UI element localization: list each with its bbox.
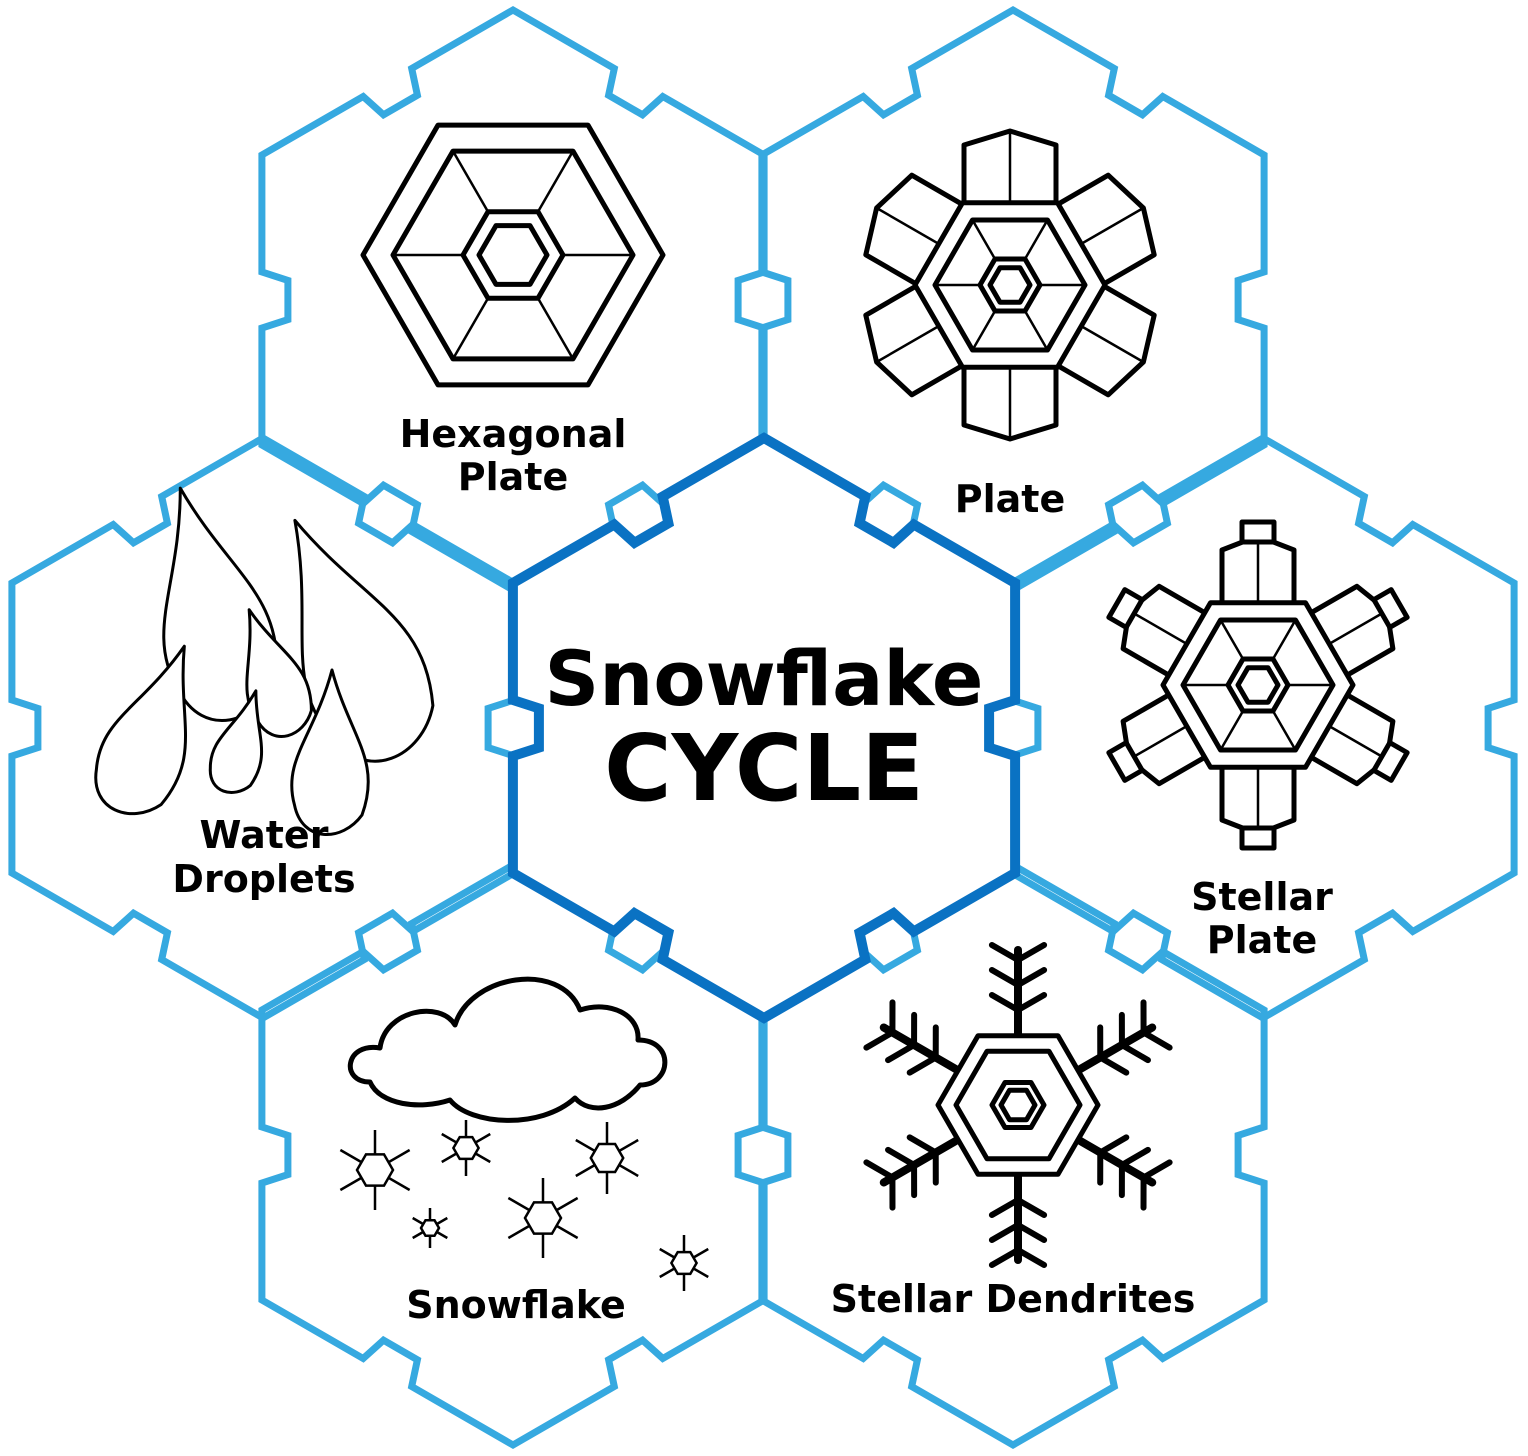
stage-label-line-1: Snowflake	[406, 1283, 625, 1327]
stage-label-line-2: Plate	[458, 455, 568, 499]
stage-label-line-2: Plate	[1207, 918, 1317, 962]
stage-label-line-1: Stellar	[1191, 875, 1333, 919]
water-droplets-icon	[94, 486, 435, 837]
title-line-1: Snowflake	[545, 634, 984, 723]
stage-label-line-1: Plate	[955, 477, 1065, 521]
stage-label-line-2: Droplets	[172, 857, 355, 901]
stage-label-line-1: Water	[200, 813, 329, 857]
stage-stellar-dendrites: Stellar Dendrites	[831, 1277, 1196, 1321]
hex-cell-center	[507, 432, 1021, 1024]
hex-cells	[8, 5, 1518, 1450]
stage-label-line-1: Hexagonal	[400, 412, 627, 456]
stage-stellar-plate: Stellar Plate	[1191, 875, 1333, 962]
snow-cloud-icon	[339, 976, 709, 1291]
stellar-dendrite-icon	[863, 942, 1173, 1268]
stage-water-droplets: Water Droplets	[172, 813, 355, 901]
stage-hexagonal-plate: Hexagonal Plate	[400, 412, 627, 499]
illustrations	[94, 122, 1410, 1291]
stellar-plate-icon	[1106, 519, 1410, 851]
hexagonal-plate-icon	[360, 122, 666, 388]
stage-plate: Plate	[955, 477, 1065, 521]
stage-label-line-1: Stellar Dendrites	[831, 1277, 1196, 1321]
title-line-2: CYCLE	[604, 715, 924, 822]
plate-crystal-icon	[863, 128, 1157, 442]
stage-snowflake: Snowflake	[406, 1283, 625, 1327]
